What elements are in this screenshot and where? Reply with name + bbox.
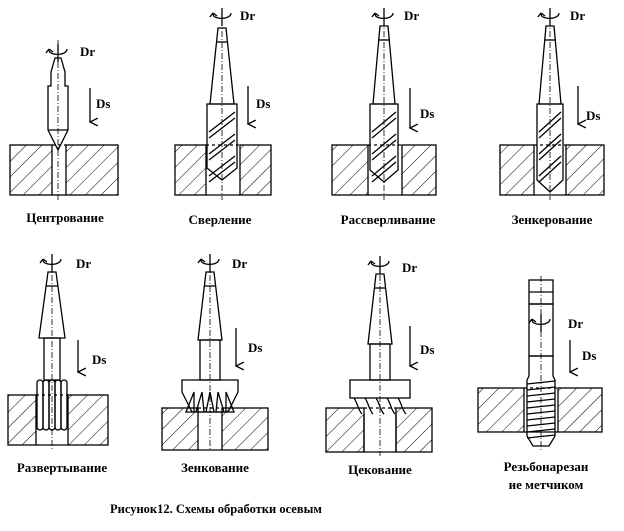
reamer-tooth [60,379,68,431]
rotation-head [528,318,537,324]
workpiece [7,394,109,446]
label-centering: Центрование [26,210,104,225]
ds-label: Ds [92,352,106,367]
workpiece-right [239,144,272,196]
workpiece-right [395,407,433,453]
ds-label: Ds [96,96,110,111]
spotface-tooth [353,397,363,415]
tool-shank [38,271,66,339]
label-reaming: Развертывание [16,460,108,475]
workpiece [325,407,433,453]
spotface-tooth [397,397,407,415]
rotation-arrow [39,254,62,272]
ds-label: Ds [256,96,270,111]
chamfer-tooth [225,391,235,413]
workpiece [9,144,119,196]
workpiece [477,387,603,433]
dr-label: Dr [232,256,247,271]
workpiece-right [221,407,269,451]
reamer-tooth [42,379,50,431]
spotface-tooth [375,397,385,415]
tool-shank [367,273,393,345]
dr-label: Dr [80,44,95,59]
figure-caption: Рисунок12. Схемы обработки осевым [110,502,322,516]
workpiece-right [67,394,109,446]
rotation-arrow [209,8,232,26]
ds-label: Ds [586,108,600,123]
label-tapping-line1: Резьбонарезан [503,459,589,474]
workpiece [161,407,269,451]
ds-label: Ds [248,340,262,355]
workpiece-right [65,144,119,196]
workpiece-right [557,387,603,433]
body-outline [206,103,238,181]
ds-label: Ds [582,348,596,363]
workpiece-left [7,394,37,446]
workpiece [331,144,437,196]
rotation-head [371,12,380,18]
tap-thread [526,416,556,421]
workpiece [174,144,272,196]
tap-thread [526,434,556,439]
rotation-arrow [45,44,68,62]
center-drill [47,57,69,152]
tap-body [526,355,556,447]
reamer-tooth [36,379,44,431]
spotface-tooth [386,397,396,415]
label-reaming-out: Рассверливание [340,212,436,227]
tap-thread [526,380,556,385]
label-tapping-line2: ие метчиком [508,477,584,492]
dr-label: Dr [404,8,419,23]
workpiece-left [325,407,365,453]
rotation-head [197,258,206,264]
dr-label: Dr [570,8,585,23]
label-chamfering: Зенкование [181,460,249,475]
ds-label: Ds [420,342,434,357]
workpiece-left [499,144,535,196]
chamfer-tooth [195,391,205,413]
workpiece [499,144,605,196]
body-outline [369,103,399,183]
rotation-head [39,258,48,264]
workpiece-left [9,144,53,196]
workpiece-left [174,144,207,196]
chamfer-tooth [185,391,195,413]
pilot [363,414,397,452]
dr-label: Dr [240,8,255,23]
tool-shank [197,271,223,341]
tap-thread [526,404,556,409]
ds-label: Ds [420,106,434,121]
workpiece-left [477,387,525,433]
spotface-tooth [364,397,374,415]
workpiece-right [565,144,605,196]
workpiece-left [331,144,369,196]
rotation-arrow [528,314,551,332]
dr-label: Dr [402,260,417,275]
rotation-arrow [197,254,220,272]
rotation-head [537,12,546,18]
rotation-arrow [537,8,560,26]
rotation-head [209,12,218,18]
rotation-head [367,260,376,266]
rotation-head [45,48,54,54]
label-countersinking: Зенкерование [511,212,593,227]
chamfer-tooth [215,391,225,413]
spotface-teeth [353,397,407,415]
rotation-arrow [367,256,390,274]
label-drilling: Сверление [188,212,252,227]
dr-label: Dr [76,256,91,271]
label-spot-facing: Цекование [348,462,412,477]
rotation-arrow [371,8,394,26]
reamer-tooth [54,379,62,431]
workpiece-left [161,407,199,451]
body-outline [536,103,564,193]
dr-label: Dr [568,316,583,331]
workpiece-right [401,144,437,196]
